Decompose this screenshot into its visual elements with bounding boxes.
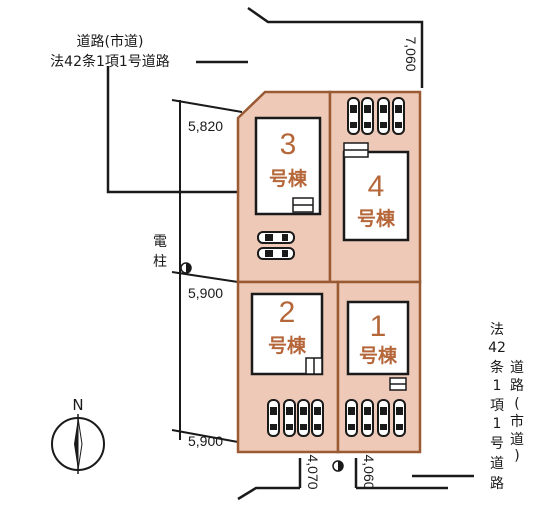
building-2-label: 号棟 [268,334,307,357]
road-top-line2: 法42条1項1号道路 [50,53,170,70]
dim-bottom-right: 4,060 [361,454,377,489]
svg-text:路: 路 [490,476,504,492]
svg-text:道: 道 [510,432,524,448]
road-lines [106,6,474,501]
svg-text:市: 市 [510,413,524,430]
svg-text:1: 1 [493,378,502,394]
building-4: 4 号棟 [342,150,410,242]
road-right-col2: 道 路 ( 市 道 ) [510,360,524,464]
pole-label-line1: 電 [153,234,167,250]
pole-label-line2: 柱 [153,254,167,270]
road-top-line1: 道路(市道) [77,33,144,50]
north-label: N [72,396,83,414]
svg-text:42: 42 [488,340,506,356]
dim-left-mid: 5,900 [188,285,223,301]
svg-text:道: 道 [490,456,504,472]
dim-left-top: 5,820 [188,118,223,134]
svg-text:法: 法 [490,322,504,338]
svg-text:項: 項 [490,398,504,414]
building-3-label: 号棟 [269,167,308,190]
svg-text:1: 1 [493,416,502,432]
building-2-number: 2 [279,296,296,329]
entrance-marks [292,142,407,391]
svg-text:条: 条 [490,359,504,376]
north-arrow-icon [51,414,105,474]
building-1-label: 号棟 [359,344,398,367]
dim-bottom-left: 4,070 [305,454,321,489]
svg-text:道: 道 [510,360,524,376]
left-dimension-lines [171,99,243,443]
svg-text:): ) [514,448,519,464]
dim-left-bottom: 5,900 [188,433,223,449]
building-4-label: 号棟 [357,207,396,230]
utility-pole-bottom-icon [332,460,344,472]
svg-text:路: 路 [510,378,524,394]
dim-top-right: 7,060 [403,36,419,71]
building-1-number: 1 [370,310,387,343]
building-3-number: 3 [280,128,297,161]
road-right-col1: 法 42 条 1 項 1 号 道 路 [488,322,506,492]
svg-text:号: 号 [490,436,504,452]
utility-pole-icon [180,262,192,274]
svg-text:(: ( [514,396,519,412]
building-1: 1 号棟 [346,300,410,376]
building-4-number: 4 [368,170,385,203]
